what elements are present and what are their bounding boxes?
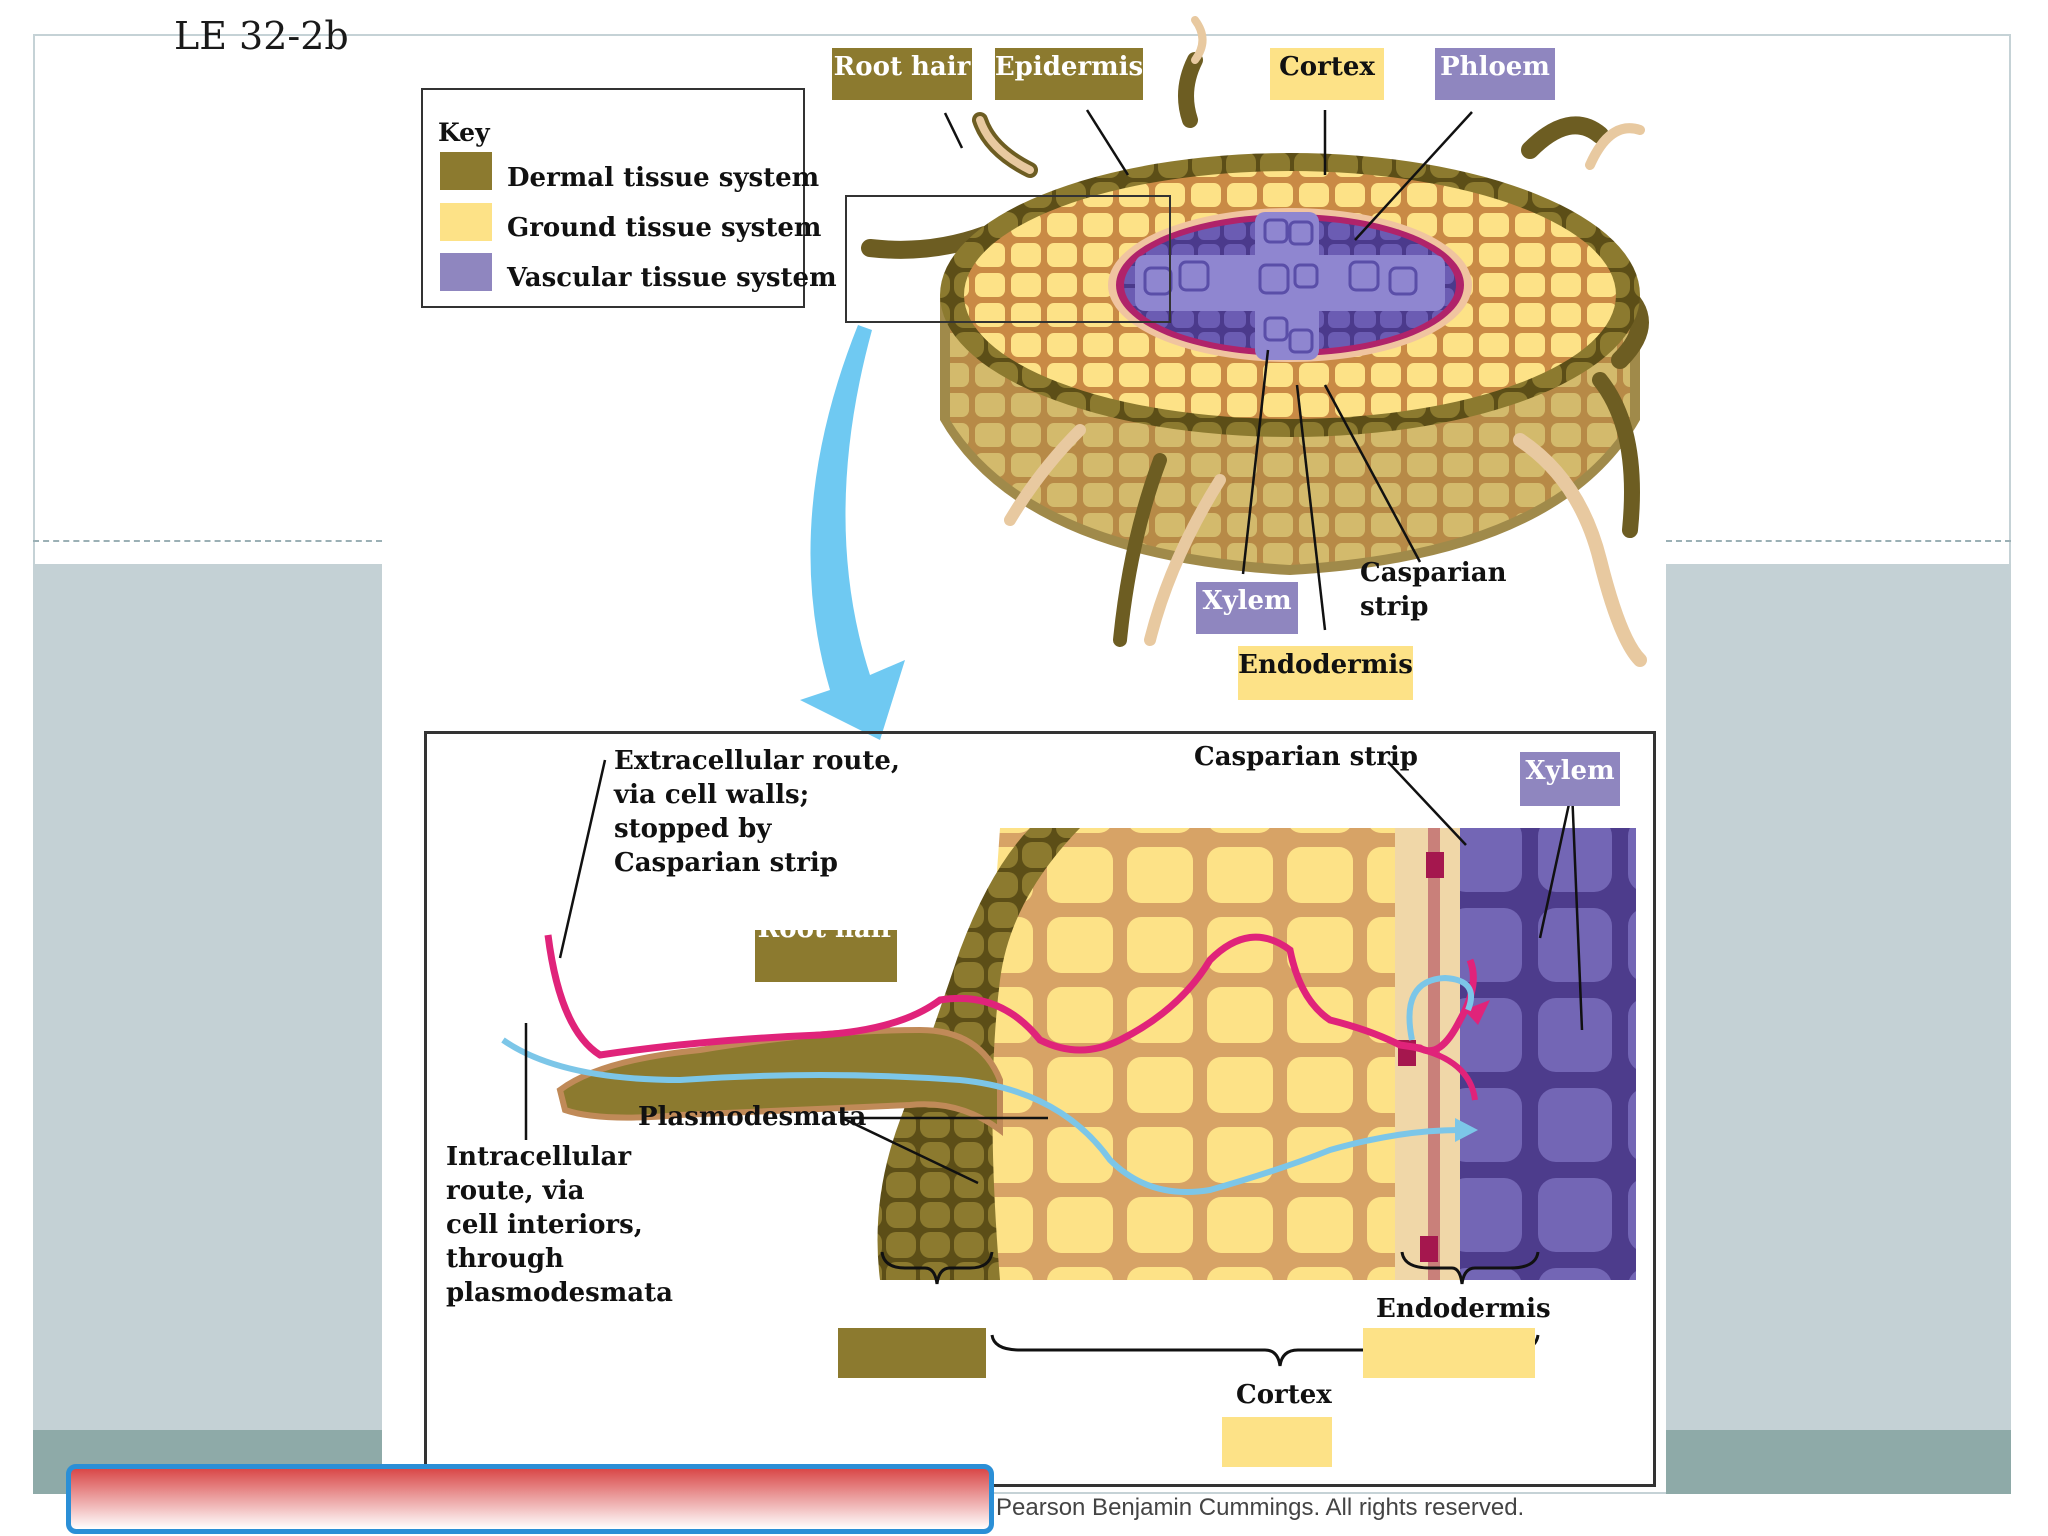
label-root-hair-inset-text: Root hair bbox=[758, 930, 895, 942]
key-label-vascular: Vascular tissue system bbox=[507, 263, 837, 293]
inset-leader-lines bbox=[524, 759, 1584, 1185]
label-phloem: Phloem bbox=[1435, 48, 1555, 100]
divider-right bbox=[1666, 540, 2011, 542]
label-intracellular-1: Intracellular bbox=[446, 1142, 632, 1172]
blank-dermal-tag bbox=[838, 1328, 986, 1378]
label-root-hair: Root hair bbox=[832, 48, 972, 100]
key-title: Key bbox=[438, 118, 490, 147]
slide-footer-right bbox=[1666, 1430, 2011, 1494]
label-intracellular-4: through bbox=[446, 1244, 564, 1274]
highlight-bar bbox=[66, 1464, 994, 1534]
top-leader-lines bbox=[943, 109, 1473, 631]
copyright-credit: Pearson Benjamin Cummings. All rights re… bbox=[996, 1494, 1525, 1521]
label-extracellular-4: Casparian strip bbox=[614, 848, 838, 878]
blank-cortex-tag bbox=[1222, 1417, 1332, 1467]
label-extracellular-2: via cell walls; bbox=[614, 780, 810, 810]
label-casparian-strip-inset: Casparian strip bbox=[1194, 742, 1418, 772]
divider-left bbox=[33, 540, 382, 542]
label-endodermis-top: Endodermis bbox=[1238, 646, 1413, 700]
dermal-swatch bbox=[440, 152, 492, 190]
slide-title: LE 32-2b bbox=[174, 14, 349, 58]
label-extracellular-3: stopped by bbox=[614, 814, 772, 844]
inset-illustration bbox=[501, 828, 1636, 1280]
key-label-dermal: Dermal tissue system bbox=[507, 163, 820, 193]
root-cross-section bbox=[861, 16, 1649, 667]
label-casparian-top-2: strip bbox=[1360, 592, 1429, 622]
label-plasmodesmata: Plasmodesmata bbox=[638, 1102, 867, 1132]
label-xylem-top: Xylem bbox=[1196, 582, 1298, 634]
blank-ground-tag bbox=[1363, 1328, 1535, 1378]
magnify-box bbox=[845, 195, 1171, 323]
label-intracellular-5: plasmodesmata bbox=[446, 1278, 673, 1308]
extracellular-route bbox=[544, 933, 1477, 1059]
magnify-arrow bbox=[800, 325, 905, 740]
label-root-hair-inset: Root hair bbox=[755, 930, 897, 982]
label-xylem-inset: Xylem bbox=[1520, 752, 1620, 806]
key-label-ground: Ground tissue system bbox=[507, 213, 822, 243]
label-cortex-inset: Cortex bbox=[1236, 1380, 1332, 1410]
vascular-swatch bbox=[440, 253, 492, 291]
label-epidermis: Epidermis bbox=[995, 48, 1143, 100]
slide-band-right bbox=[1666, 564, 2011, 1430]
label-extracellular-1: Extracellular route, bbox=[614, 746, 900, 776]
epidermis-brace bbox=[880, 1251, 994, 1285]
inset-frame bbox=[424, 731, 1656, 1487]
intracellular-route bbox=[501, 1037, 1461, 1195]
label-casparian-top-1: Casparian bbox=[1360, 558, 1507, 588]
label-endodermis-inset: Endodermis bbox=[1376, 1294, 1551, 1324]
endodermis-brace bbox=[1400, 1251, 1540, 1285]
label-intracellular-3: cell interiors, bbox=[446, 1210, 643, 1240]
ground-swatch bbox=[440, 203, 492, 241]
label-intracellular-2: route, via bbox=[446, 1176, 585, 1206]
slide-band-left bbox=[33, 564, 382, 1430]
label-cortex: Cortex bbox=[1270, 48, 1384, 100]
